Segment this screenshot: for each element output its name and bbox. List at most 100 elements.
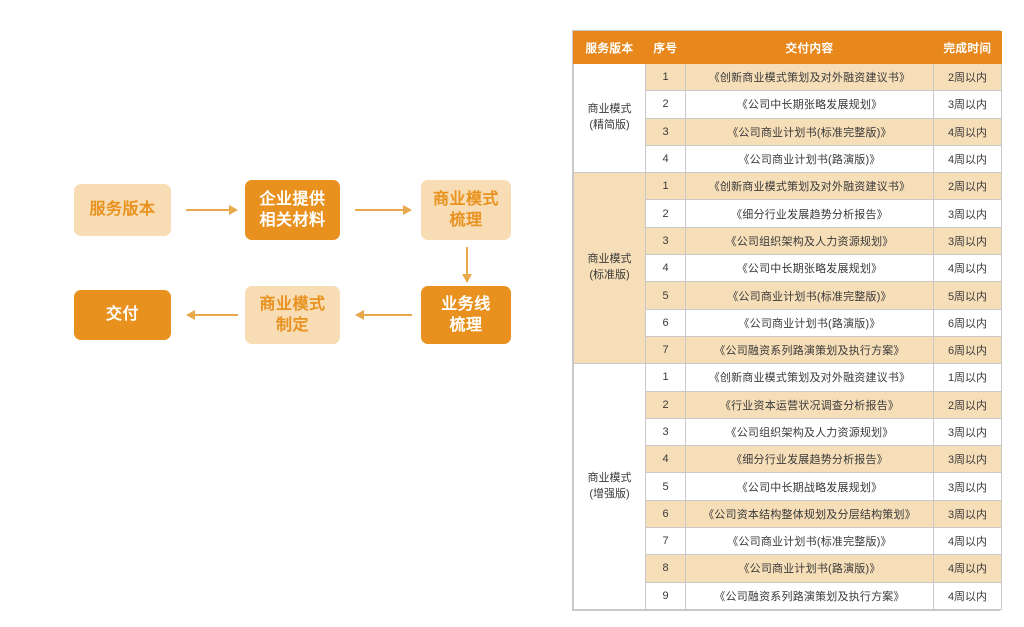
table-header: 服务版本 序号 交付内容 完成时间 [573,31,1002,64]
flow-node-label-line1: 商业模式 [432,190,499,208]
row-index-cell: 7 [645,527,686,556]
completion-time-cell: 4周以内 [933,144,1002,174]
row-index-cell: 4 [645,144,686,174]
flow-node-business-line-review[interactable]: 业务线 梳理 [421,286,511,344]
completion-time-cell: 5周以内 [933,281,1002,310]
row-index-cell: 3 [645,226,686,256]
deliverable-content-cell: 《公司组织架构及人力资源规划》 [685,226,934,256]
deliverable-content-cell: 《公司中长期张略发展规划》 [685,254,934,283]
deliverable-content-cell: 《创新商业模式策划及对外融资建议书》 [685,172,934,201]
deliverable-content-cell: 《公司商业计划书(标准完整版)》 [685,281,934,310]
deliverable-content-cell: 《公司融资系列路演策划及执行方案》 [685,581,934,610]
deliverable-content-cell: 《公司商业计划书(标准完整版)》 [685,527,934,556]
row-index-cell: 2 [645,199,686,228]
table-row: 5《公司中长期战略发展规划》3周以内 [574,472,1002,501]
deliverable-content-cell: 《公司商业计划书(路演版)》 [685,144,934,174]
service-version-cell: 商业模式 (增强版) [573,363,646,610]
table-row: 5《公司商业计划书(标准完整版)》5周以内 [574,281,1002,310]
column-header-version: 服务版本 [573,31,646,64]
table-row: 6《公司资本结构整体规划及分层结构策划》3周以内 [574,499,1002,529]
completion-time-cell: 2周以内 [933,62,1002,92]
completion-time-cell: 4周以内 [933,527,1002,556]
row-index-cell: 7 [645,335,686,365]
column-header-index: 序号 [645,31,686,64]
deliverable-content-cell: 《公司中长期张略发展规划》 [685,90,934,119]
flow-node-delivery[interactable]: 交付 [74,290,171,340]
deliverables-table-panel: 服务版本 序号 交付内容 完成时间 商业模式(精简版)1《创新商业模式策划及对外… [572,30,1002,611]
completion-time-cell: 3周以内 [933,472,1002,501]
table-header-row: 服务版本 序号 交付内容 完成时间 [573,31,1002,64]
completion-time-cell: 3周以内 [933,499,1002,529]
arrow-shaft [186,209,229,211]
flow-node-label: 企业提供 相关材料 [259,189,325,231]
arrow-head-right-icon [229,205,238,215]
completion-time-cell: 2周以内 [933,172,1002,201]
completion-time-cell: 4周以内 [933,117,1002,146]
deliverable-content-cell: 《细分行业发展趋势分析报告》 [685,199,934,228]
table-row: 3《公司商业计划书(标准完整版)》4周以内 [574,117,1002,146]
service-version-cell: 商业模式 (精简版) [573,62,646,174]
completion-time-cell: 4周以内 [933,554,1002,583]
deliverable-content-cell: 《公司中长期战略发展规划》 [685,472,934,501]
table-row: 4《公司中长期张略发展规划》4周以内 [574,254,1002,283]
row-index-cell: 3 [645,417,686,447]
completion-time-cell: 4周以内 [933,581,1002,610]
flow-node-business-model-formulation[interactable]: 商业模式 制定 [245,286,340,344]
service-version-line2: (标准版) [589,269,630,282]
table-row: 3《公司组织架构及人力资源规划》3周以内 [574,226,1002,256]
flow-node-label-line1: 业务线 [441,295,491,313]
deliverable-content-cell: 《创新商业模式策划及对外融资建议书》 [685,363,934,392]
row-index-cell: 4 [645,445,686,474]
arrow-head-left-icon [186,310,195,320]
completion-time-cell: 2周以内 [933,390,1002,419]
column-header-time: 完成时间 [933,31,1002,64]
completion-time-cell: 6周以内 [933,308,1002,337]
arrow-shaft [195,314,238,316]
arrow-shaft [355,209,403,211]
flow-node-label-line2: 相关材料 [259,212,326,229]
flow-node-label-line1: 商业模式 [259,295,326,313]
completion-time-cell: 3周以内 [933,199,1002,228]
completion-time-cell: 1周以内 [933,363,1002,392]
deliverable-content-cell: 《公司商业计划书(路演版)》 [685,554,934,583]
deliverable-content-cell: 《公司组织架构及人力资源规划》 [685,417,934,447]
service-version-line2: (精简版) [589,119,630,132]
deliverable-content-cell: 《创新商业模式策划及对外融资建议书》 [685,62,934,92]
arrow-head-right-icon [403,205,412,215]
flow-node-label-line1: 企业提供 [259,190,326,208]
table-row: 4《公司商业计划书(路演版)》4周以内 [574,144,1002,174]
arrow-head-down-icon [462,274,472,283]
deliverables-table: 服务版本 序号 交付内容 完成时间 商业模式(精简版)1《创新商业模式策划及对外… [573,31,1002,610]
deliverable-content-cell: 《公司商业计划书(路演版)》 [685,308,934,337]
flow-node-enterprise-materials[interactable]: 企业提供 相关材料 [245,180,340,240]
table-row: 8《公司商业计划书(路演版)》4周以内 [574,554,1002,583]
completion-time-cell: 6周以内 [933,335,1002,365]
flow-node-label: 商业模式 制定 [259,294,325,336]
service-version-line2: (增强版) [589,487,630,500]
table-row: 商业模式(增强版)1《创新商业模式策划及对外融资建议书》1周以内 [573,363,1002,610]
completion-time-cell: 3周以内 [933,90,1002,119]
row-index-cell: 5 [645,472,686,501]
table-row: 6《公司商业计划书(路演版)》6周以内 [574,308,1002,337]
service-version-line1: 商业模式 [587,471,632,484]
row-index-cell: 4 [645,254,686,283]
flow-node-label-line2: 制定 [275,317,309,334]
flow-node-business-model-review[interactable]: 商业模式 梳理 [421,180,511,240]
arrow-shaft [364,314,412,316]
table-row: 7《公司融资系列路演策划及执行方案》6周以内 [574,335,1002,365]
table-row: 商业模式(标准版)1《创新商业模式策划及对外融资建议书》2周以内 [573,172,1002,365]
arrow-head-left-icon [355,310,364,320]
table-row: 商业模式(精简版)1《创新商业模式策划及对外融资建议书》2周以内 [573,62,1002,174]
service-version-line1: 商业模式 [587,103,632,116]
service-version-line1: 商业模式 [587,253,632,266]
row-index-cell: 3 [645,117,686,146]
flow-node-label: 商业模式 梳理 [433,189,499,231]
flow-node-label: 交付 [105,306,139,324]
table-row: 2《公司中长期张略发展规划》3周以内 [574,90,1002,119]
row-index-cell: 5 [645,281,686,310]
deliverable-content-cell: 《公司商业计划书(标准完整版)》 [685,117,934,146]
process-flowchart: 服务版本 企业提供 相关材料 商业模式 梳理 业务线 梳理 [74,180,511,344]
flow-node-service-version[interactable]: 服务版本 [74,184,171,236]
table-row: 3《公司组织架构及人力资源规划》3周以内 [574,417,1002,447]
